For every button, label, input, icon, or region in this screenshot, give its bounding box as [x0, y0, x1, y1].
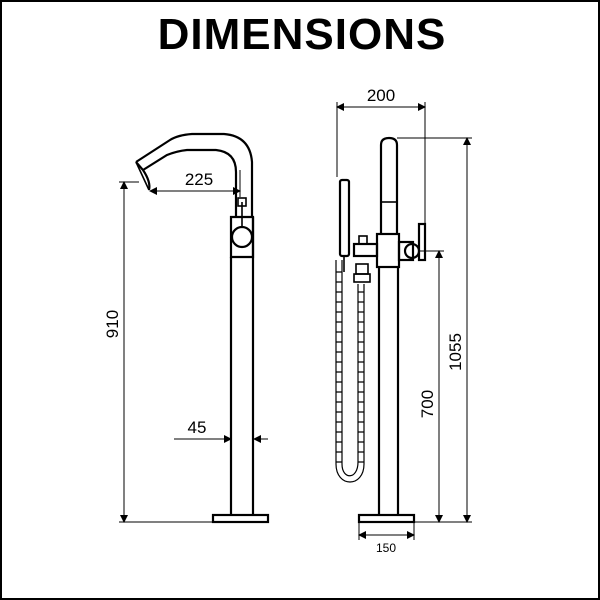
label-pipe-diameter: 45 — [188, 418, 207, 437]
dim-pipe-diameter: 45 — [174, 418, 268, 443]
left-base-plate — [211, 513, 270, 524]
page-title: DIMENSIONS — [157, 10, 447, 59]
left-spout-outer — [135, 132, 254, 217]
dim-depth: 200 — [336, 86, 426, 224]
right-handle-lever — [417, 222, 427, 262]
left-faucet — [135, 132, 270, 524]
label-base-width: 150 — [376, 541, 396, 555]
dim-base-width: 150 — [358, 522, 415, 555]
label-total-height-right: 1055 — [446, 333, 465, 371]
label-total-height-left: 910 — [103, 310, 122, 338]
right-hand-shower — [338, 178, 351, 258]
right-hose-outer — [341, 260, 359, 477]
dim-total-height-right: 1055 — [397, 137, 472, 523]
right-base-plate — [357, 513, 416, 524]
right-faucet — [335, 136, 427, 524]
right-spout-tube — [379, 136, 399, 234]
left-spout-inner — [142, 148, 238, 217]
dim-total-height-left: 910 — [103, 181, 213, 523]
dim-spout-reach: 225 — [149, 170, 241, 197]
label-depth: 200 — [367, 86, 395, 105]
left-mixer-body — [229, 215, 255, 259]
label-mixer-height: 700 — [418, 390, 437, 418]
dim-mixer-height: 700 — [418, 250, 444, 523]
left-handle-knob — [230, 225, 254, 249]
right-mixer-body — [375, 232, 401, 269]
left-handle-cap — [237, 197, 247, 207]
label-spout-reach: 225 — [185, 170, 213, 189]
